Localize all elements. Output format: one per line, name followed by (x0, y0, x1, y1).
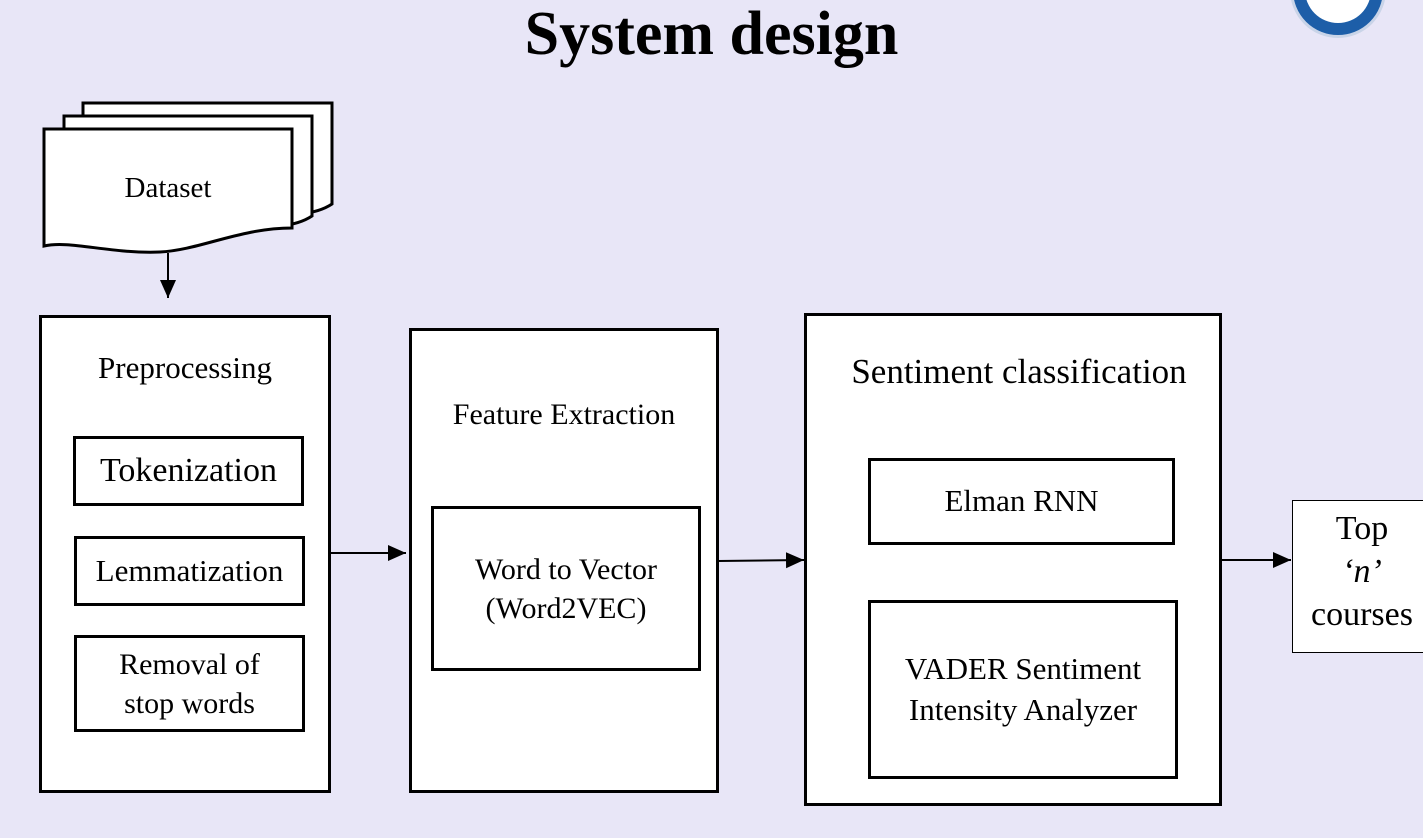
elman-rnn-model: Elman RNN (868, 458, 1175, 545)
vader-analyzer-model: VADER Sentiment Intensity Analyzer (868, 600, 1178, 779)
dataset-document-stack (42, 101, 334, 254)
lemmatization-step: Lemmatization (74, 536, 305, 606)
word2vec-line1: Word to Vector (475, 552, 657, 586)
word2vec-method: Word to Vector (Word2VEC) (431, 506, 701, 671)
preprocessing-heading: Preprocessing (98, 350, 272, 385)
vader-line2: Intensity Analyzer (908, 691, 1138, 727)
tokenization-step: Tokenization (73, 436, 304, 506)
feature-extraction-heading: Feature Extraction (452, 398, 676, 431)
sentiment-classification-heading: Sentiment classification (851, 352, 1187, 391)
output-line2: ‘n’ (1342, 553, 1382, 590)
edge-feature-extraction-to-sentiment (717, 552, 805, 569)
stop-word-removal-step: Removal of stop words (74, 635, 305, 732)
diagram-title: System design (524, 0, 899, 68)
word2vec-line2: (Word2VEC) (485, 591, 647, 625)
vader-line1: VADER Sentiment (904, 651, 1142, 687)
dataset-label: Dataset (124, 172, 212, 204)
output-line1: Top (1335, 510, 1389, 547)
output-line3: courses (1311, 596, 1413, 633)
output-block (1292, 500, 1423, 653)
